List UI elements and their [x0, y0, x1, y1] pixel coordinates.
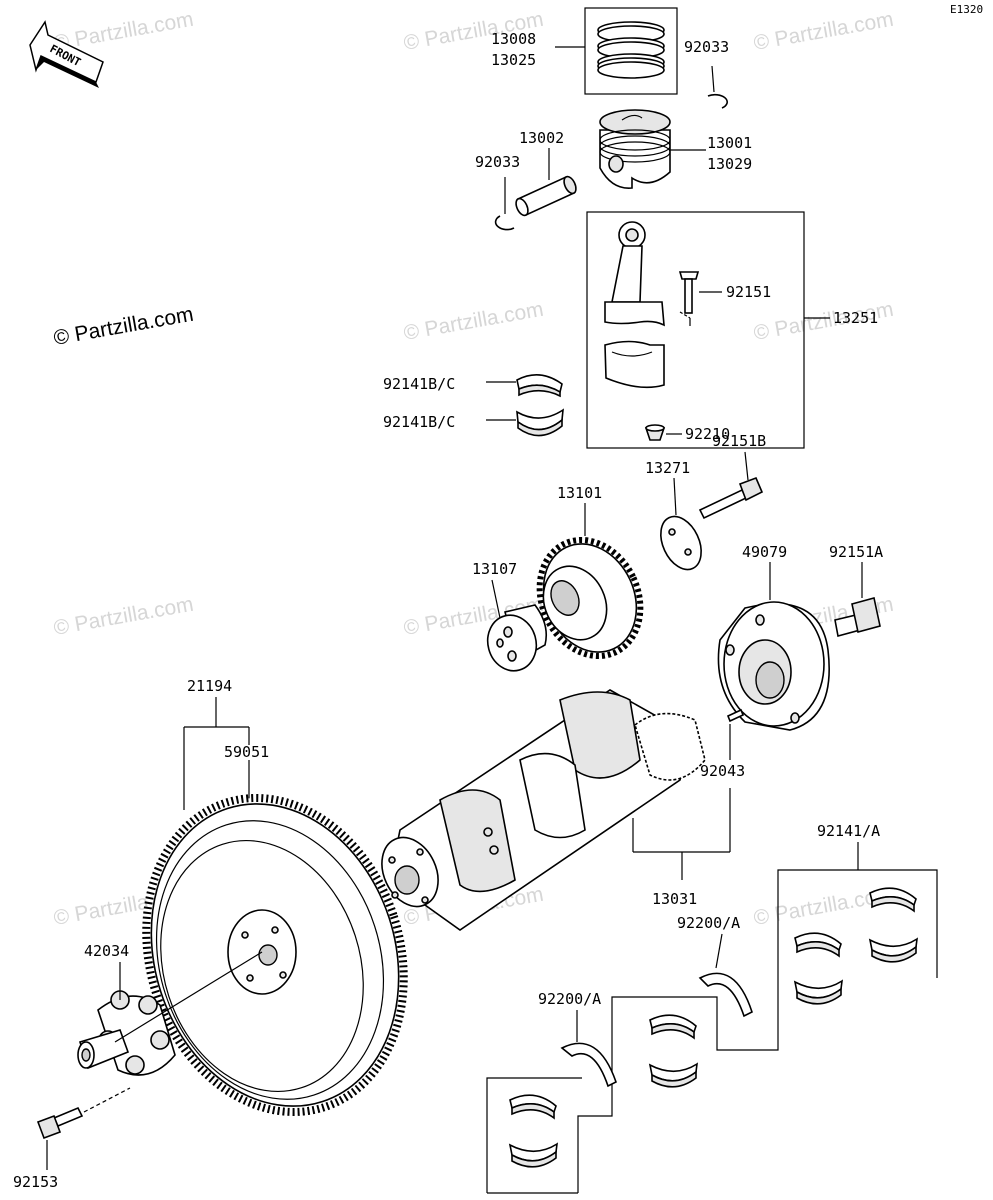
figure-code: E1320 [950, 3, 983, 16]
label-13251: 13251 [833, 309, 878, 327]
label-92151b: 92151B [712, 432, 766, 450]
flywheel [142, 697, 408, 1116]
crankshaft [381, 689, 731, 931]
watermark: © Partzilla.com [752, 8, 895, 55]
label-59051: 59051 [224, 743, 269, 761]
label-92043: 92043 [700, 762, 745, 780]
label-92033-lower: 92033 [475, 153, 520, 171]
main-bearing-group [486, 842, 938, 1194]
label-49079: 49079 [742, 543, 787, 561]
connecting-rod-assembly [586, 211, 830, 449]
watermark: © Partzilla.com [52, 593, 195, 640]
piston [599, 109, 706, 189]
label-13271: 13271 [645, 459, 690, 477]
coupling-42034 [77, 951, 263, 1076]
label-13029: 13029 [707, 155, 752, 173]
watermark: © Partzilla.com [402, 298, 545, 345]
label-92141a: 92141/A [817, 822, 880, 840]
thrust-washer-upper [698, 933, 753, 1018]
label-13025: 13025 [491, 51, 536, 69]
label-13101: 13101 [557, 484, 602, 502]
dowel-92043 [726, 708, 745, 760]
watermark-main: © Partzilla.com [52, 303, 195, 350]
label-92210: 92210 [685, 425, 730, 443]
circlip-92033-top [707, 65, 728, 109]
part-labels: 13008 13025 92033 13002 13001 13029 9203… [13, 30, 883, 1191]
label-13008: 13008 [491, 30, 536, 48]
idler-gear [536, 503, 644, 660]
conrod-bearing-upper [486, 374, 563, 398]
label-92141bc-lower: 92141B/C [383, 413, 455, 431]
bolt-92153 [36, 1087, 131, 1170]
label-92200a-lower: 92200/A [538, 990, 601, 1008]
thrust-washer-lower [560, 1010, 617, 1088]
label-92153: 92153 [13, 1173, 58, 1191]
circlip-92033-lower [494, 177, 515, 231]
piston-pin [515, 148, 577, 217]
bolt-92151a [834, 562, 881, 638]
label-92141bc-upper: 92141B/C [383, 375, 455, 393]
bolt-92151b [698, 451, 764, 520]
piston-rings [555, 7, 678, 95]
label-21194: 21194 [187, 677, 232, 695]
label-92151a: 92151A [829, 543, 883, 561]
label-13002: 13002 [519, 129, 564, 147]
label-13001: 13001 [707, 134, 752, 152]
plate-13271 [660, 477, 702, 571]
housing-49079 [717, 562, 830, 731]
label-13107: 13107 [472, 560, 517, 578]
label-92200a-upper: 92200/A [677, 914, 740, 932]
label-42034: 42034 [84, 942, 129, 960]
collar-13107 [486, 579, 548, 672]
label-92033-top: 92033 [684, 38, 729, 56]
label-13031: 13031 [652, 890, 697, 908]
label-92151: 92151 [726, 283, 771, 301]
conrod-bearing-lower [486, 408, 564, 437]
